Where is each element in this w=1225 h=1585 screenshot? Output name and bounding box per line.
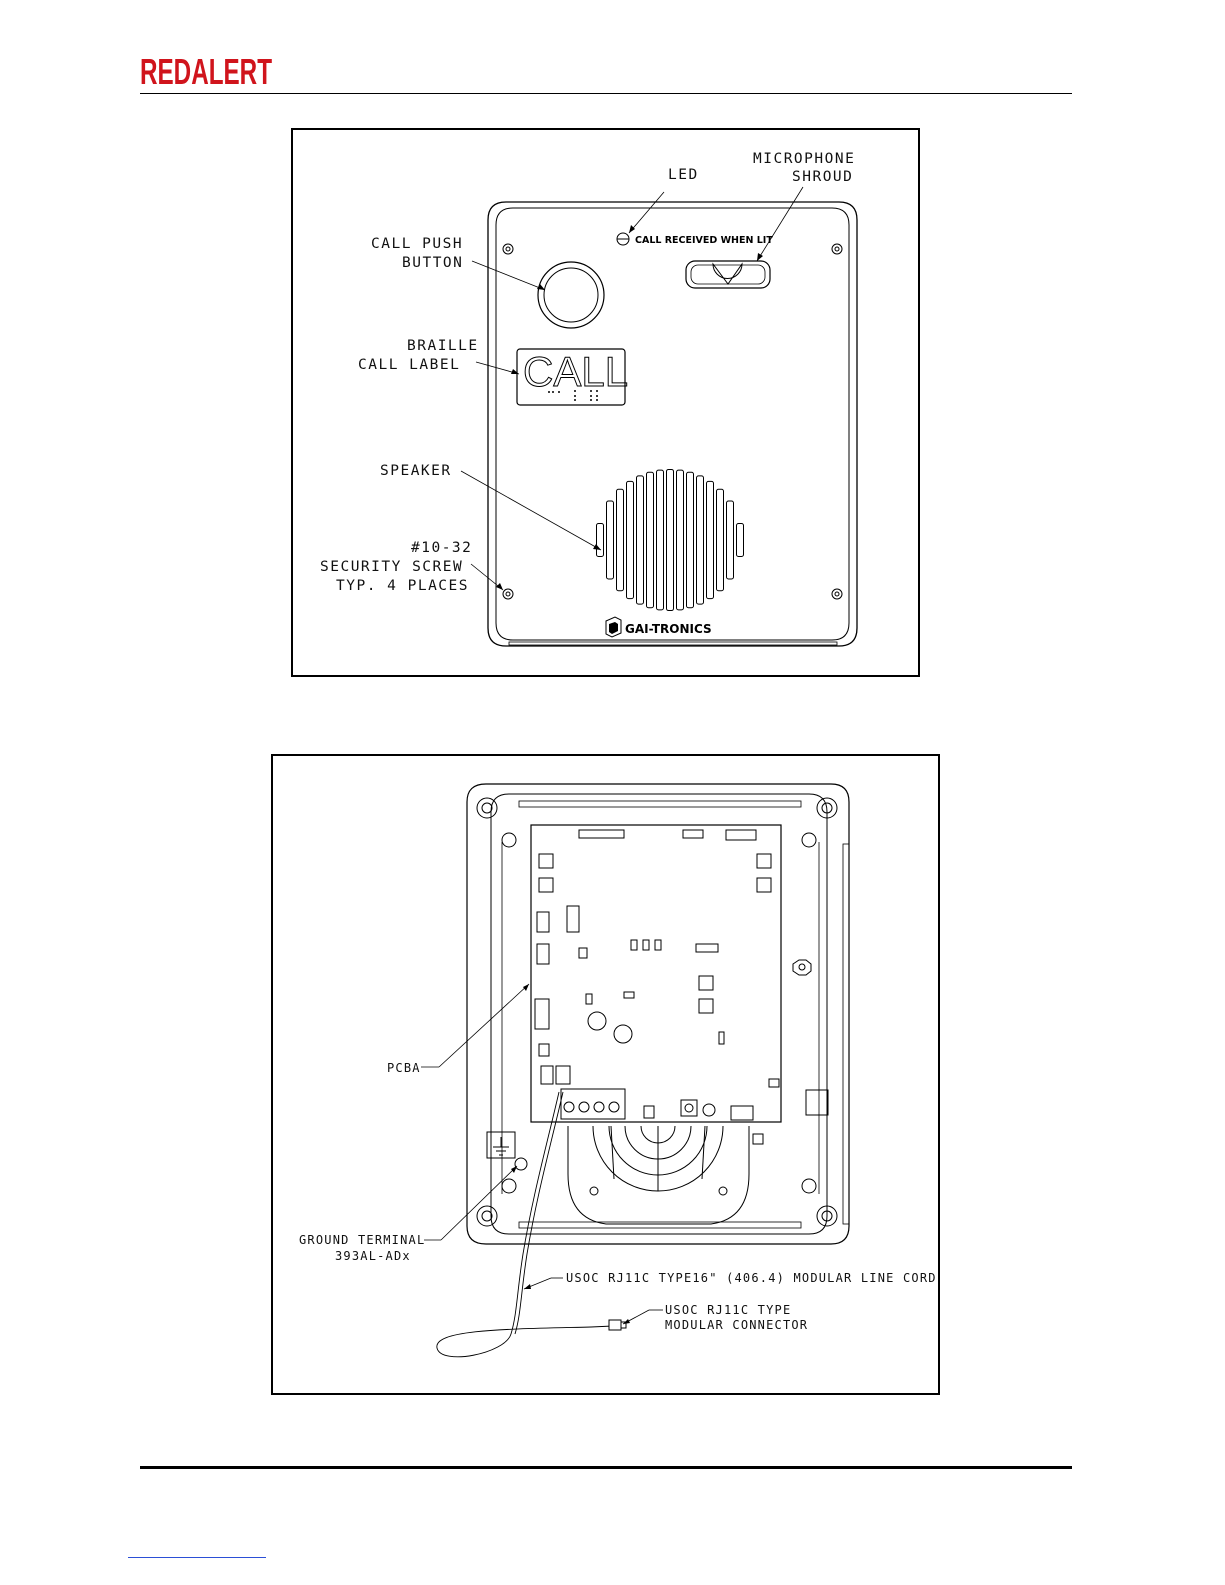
label-shroud: SHROUD	[792, 169, 853, 185]
label-screw-type: SECURITY SCREW	[320, 559, 463, 575]
label-screw-size: #10-32	[411, 540, 472, 556]
led-caption: CALL RECEIVED WHEN LIT	[635, 235, 773, 246]
call-label-text: CALL	[523, 348, 628, 395]
label-line-cord: USOC RJ11C TYPE16" (406.4) MODULAR LINE …	[566, 1271, 937, 1285]
label-screw-places: TYP. 4 PLACES	[336, 578, 469, 594]
label-call-label: CALL LABEL	[358, 357, 460, 373]
logo-text: REDALERT	[140, 52, 272, 90]
brand-text: GAI-TRONICS	[625, 622, 712, 636]
label-button: BUTTON	[402, 255, 463, 271]
label-microphone: MICROPHONE	[753, 151, 855, 167]
modular-connector	[609, 1320, 626, 1330]
label-ground-part: 393AL-ADx	[335, 1249, 411, 1263]
footer-link-underline[interactable]	[128, 1557, 266, 1558]
label-led: LED	[668, 167, 699, 183]
footer-rule	[140, 1466, 1072, 1469]
label-connector-type: USOC RJ11C TYPE	[665, 1303, 791, 1317]
interior-view-figure: PCBA GROUND TERMINAL 393AL-ADx USOC RJ11…	[271, 754, 940, 1395]
label-braille: BRAILLE	[407, 338, 479, 354]
label-connector: MODULAR CONNECTOR	[665, 1318, 808, 1332]
label-ground-terminal: GROUND TERMINAL	[299, 1233, 425, 1247]
header-rule	[140, 93, 1072, 94]
label-speaker: SPEAKER	[380, 463, 452, 479]
red-alert-logo: REDALERT	[140, 52, 275, 90]
front-panel-figure: CALL RECEIVED WHEN LIT CALL	[291, 128, 920, 677]
label-call-push: CALL PUSH	[371, 236, 463, 252]
label-pcba: PCBA	[387, 1061, 421, 1075]
